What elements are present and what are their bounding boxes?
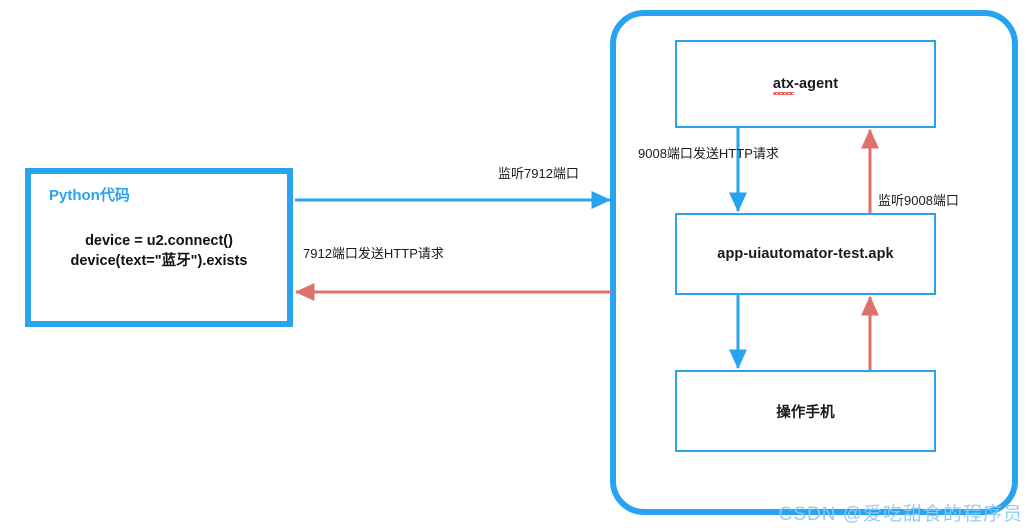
spellcheck-squiggle: atx [772, 76, 795, 95]
edge-label-send-7912: 7912端口发送HTTP请求 [303, 246, 444, 261]
python-box-title: Python代码 [49, 187, 130, 204]
node-atx-agent-label-suffix: -agent [794, 76, 839, 92]
node-operate-phone: 操作手机 [675, 370, 936, 452]
python-code-box: Python代码 device = u2.connect() device(te… [25, 168, 293, 327]
device-frame [610, 10, 1018, 515]
node-uiautomator-test-apk: app-uiautomator-test.apk [675, 213, 936, 295]
python-code-text: device = u2.connect() device(text="蓝牙").… [70, 233, 248, 269]
node-atx-agent: atx-agent [675, 40, 936, 128]
node-operate-phone-label: 操作手机 [776, 404, 835, 421]
node-uiautomator-test-apk-label: app-uiautomator-test.apk [717, 246, 894, 262]
edge-label-listen-9008: 监听9008端口 [878, 193, 959, 208]
watermark: CSDN @爱吃甜食的程序员 [778, 504, 1023, 525]
edge-label-listen-7912: 监听7912端口 [498, 166, 579, 181]
node-atx-agent-label: atx-agent [772, 76, 839, 95]
edge-label-send-9008: 9008端口发送HTTP请求 [638, 146, 779, 161]
